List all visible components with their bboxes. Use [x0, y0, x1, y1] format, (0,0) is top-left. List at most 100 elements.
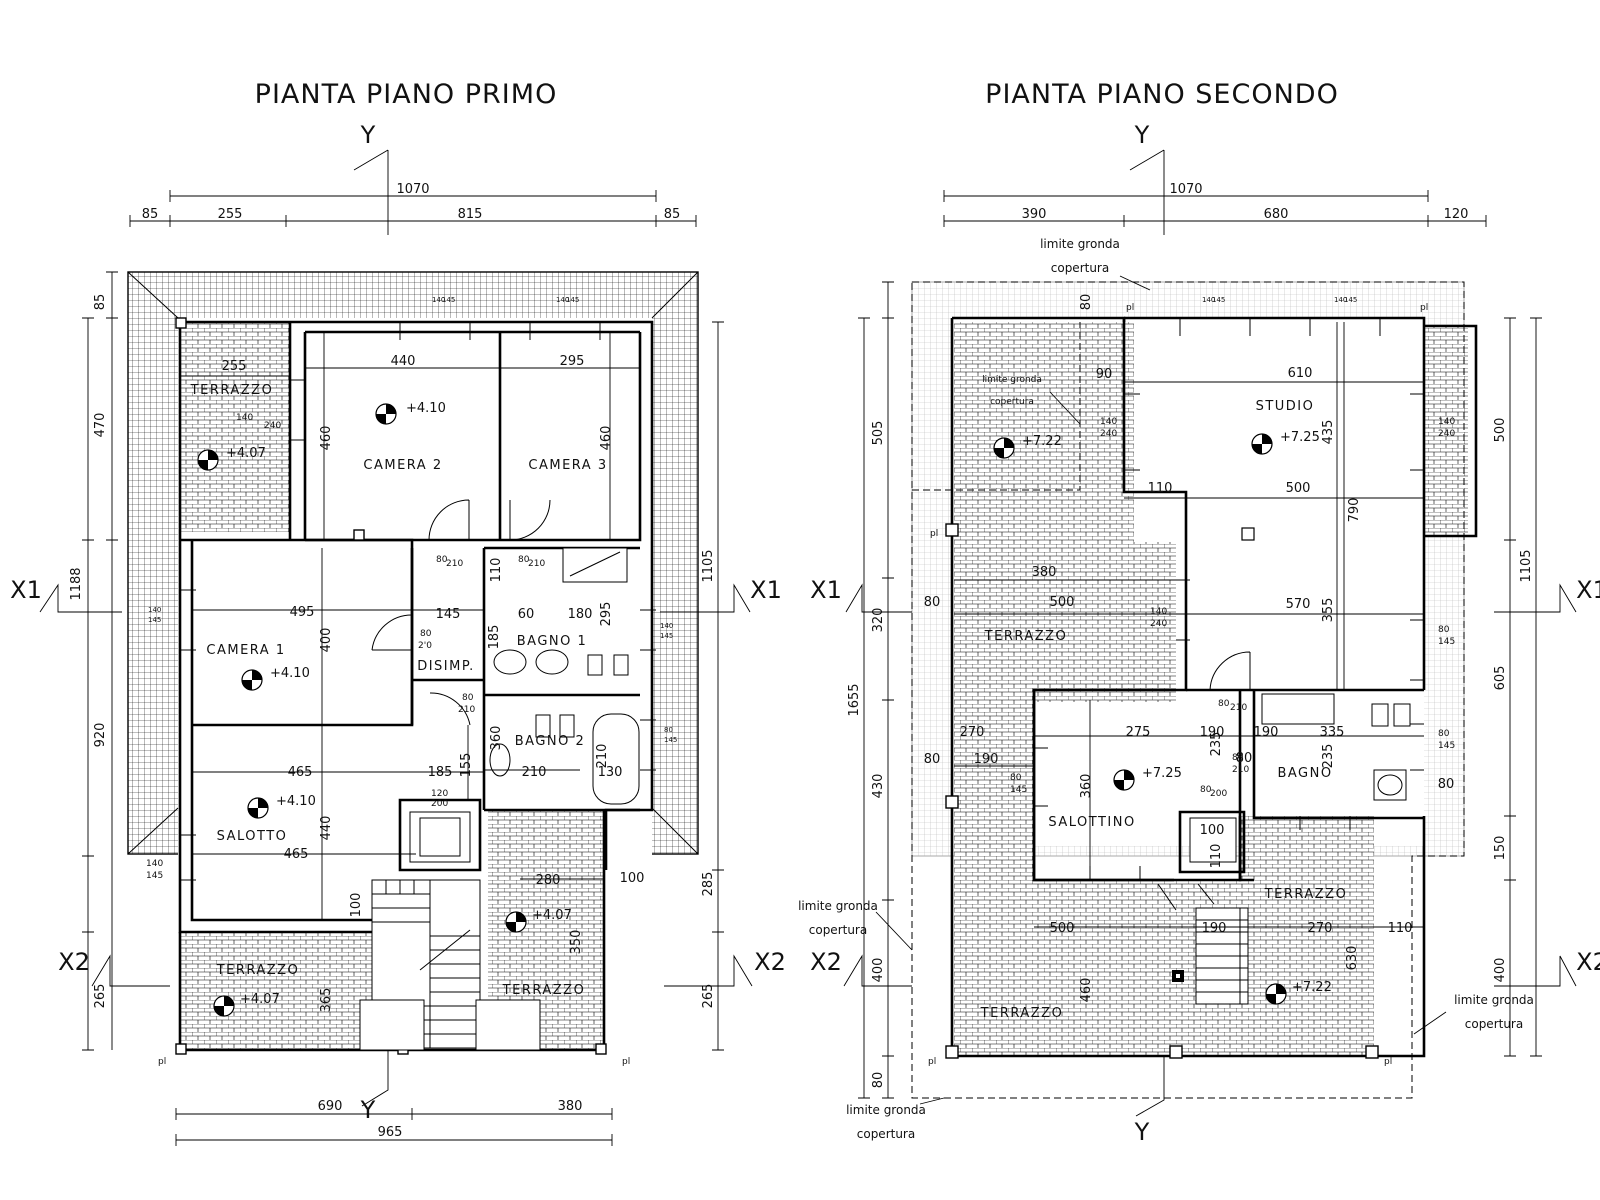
axis-y-label: Y [360, 1096, 376, 1124]
dim-label: 495 [290, 605, 315, 620]
left-dimensions-second: 505 320 1655 430 400 80 80 [847, 281, 1094, 1099]
dim-label: 500 [1493, 418, 1508, 443]
opening-label: 145 [1010, 785, 1027, 795]
dim-label: 570 [1286, 597, 1311, 612]
pl-label: pl [1420, 303, 1428, 313]
axis-x1-label: X1 [1576, 576, 1600, 604]
opening-label: 145 [148, 616, 161, 624]
room-terrazzo-b: TERRAZZO [1264, 887, 1348, 902]
dim-label: 605 [1493, 666, 1508, 691]
walls-second [950, 316, 1478, 1058]
opening-labels-first: 80 210 80 210 80 2'0 80 210 140 145 140 … [146, 296, 677, 881]
columns-second [945, 523, 1379, 1059]
opening-label: 2'0 [418, 641, 432, 651]
gronda-note: limite gronda [798, 899, 878, 913]
dim-label: 1105 [1519, 549, 1534, 582]
dim-label: 60 [518, 607, 535, 622]
axis-y-top-second: Y [1129, 121, 1165, 235]
dim-label: 100 [620, 871, 645, 886]
bathroom-fixtures-second [1189, 693, 1411, 863]
dim-label: 400 [1493, 958, 1508, 983]
opening-label: 140 [1150, 607, 1167, 617]
level-label: +4.10 [270, 666, 310, 681]
opening-label: 210 [1232, 765, 1249, 775]
dim-label: 210 [522, 765, 547, 780]
gronda-note: copertura [990, 397, 1034, 407]
first-floor-title: PIANTA PIANO PRIMO [255, 79, 558, 110]
inner-dimensions-second: 610 435 790 110 500 570 355 380 500 80 8… [924, 322, 1454, 1002]
dim-label: 465 [288, 765, 313, 780]
opening-label: 140 [1334, 296, 1347, 304]
opening-label: 80 [436, 555, 448, 565]
dim-label: 440 [391, 354, 416, 369]
dim-label: 270 [1308, 921, 1333, 936]
gronda-note: limite gronda [1454, 993, 1534, 1007]
dim-label: 610 [1288, 366, 1313, 381]
bottom-dimensions-first: 690 380 965 [175, 1099, 613, 1146]
axis-y-bottom-first: Y [360, 1050, 389, 1124]
opening-label: 140 [1438, 417, 1455, 427]
walls-first [178, 320, 654, 1052]
dim-label: 85 [664, 207, 681, 222]
opening-label: 145 [1344, 296, 1357, 304]
level-label: +7.22 [1292, 980, 1332, 995]
room-bagno: BAGNO [1277, 766, 1332, 781]
level-marker: +7.22 [993, 434, 1062, 459]
dim-label: 440 [319, 816, 334, 841]
axis-y-bottom-second: Y [1134, 1056, 1165, 1146]
dim-label: 630 [1345, 946, 1360, 971]
dim-label: 920 [93, 723, 108, 748]
dim-label: 235 [1321, 744, 1336, 769]
window-marks-first [180, 322, 656, 881]
dim-label: 500 [1286, 481, 1311, 496]
dim-label: 500 [1050, 595, 1075, 610]
dim-label: 500 [1050, 921, 1075, 936]
dim-label: 130 [598, 765, 623, 780]
dim-label: 80 [924, 752, 941, 767]
terrazzo-a-floor [180, 322, 290, 532]
dim-label: 265 [93, 984, 108, 1009]
axis-x1-label: X1 [810, 576, 842, 604]
dim-label: 190 [1200, 725, 1225, 740]
pl-label: pl [930, 529, 938, 539]
inner-dimensions-first: 440 295 255 460 460 495 400 145 60 180 2… [180, 332, 644, 1012]
dim-label: 1070 [396, 182, 429, 197]
gronda-notes: limite gronda copertura limite gronda co… [798, 237, 1534, 1141]
opening-label: 80 [1438, 625, 1450, 635]
opening-label: 140 [146, 859, 163, 869]
axis-x2-label: X2 [754, 948, 786, 976]
room-terrazzo-a: TERRAZZO [984, 629, 1068, 644]
room-terrazzo-b: TERRAZZO [216, 963, 300, 978]
dim-label: 90 [1096, 367, 1113, 382]
room-terrazzo-a: TERRAZZO [190, 383, 274, 398]
opening-label: 140 [432, 296, 445, 304]
dim-label: 365 [319, 988, 334, 1013]
level-marker: +7.25 [1113, 766, 1182, 791]
axis-x2-label: X2 [58, 948, 90, 976]
opening-label: 80 [1438, 729, 1450, 739]
stairs-first [359, 879, 541, 1051]
stairs-second [1157, 883, 1249, 1005]
dim-label: 360 [1079, 774, 1094, 799]
axis-x2-label: X2 [810, 948, 842, 976]
dim-label: 320 [871, 608, 886, 633]
dim-label: 360 [489, 726, 504, 751]
opening-label: 145 [442, 296, 455, 304]
top-dimensions-first: 1070 85 255 815 85 [129, 182, 697, 227]
dim-label: 180 [568, 607, 593, 622]
terrazzo-a-floor [954, 322, 1134, 542]
level-label: +7.25 [1280, 430, 1320, 445]
opening-label: 145 [1438, 741, 1455, 751]
dim-label: 100 [1200, 823, 1225, 838]
dim-label: 270 [960, 725, 985, 740]
pl-label: pl [928, 1057, 936, 1067]
axis-y-label: Y [360, 121, 376, 149]
level-marker: +7.25 [1251, 430, 1320, 455]
axis-x1-label: X1 [10, 576, 42, 604]
bathroom-fixtures-first [409, 547, 640, 863]
terrazzo-left-strip [954, 700, 1034, 1056]
dim-label: 400 [319, 628, 334, 653]
level-marker: +4.07 [197, 446, 266, 471]
room-studio: STUDIO [1256, 399, 1315, 414]
level-marker: +4.07 [505, 908, 572, 933]
